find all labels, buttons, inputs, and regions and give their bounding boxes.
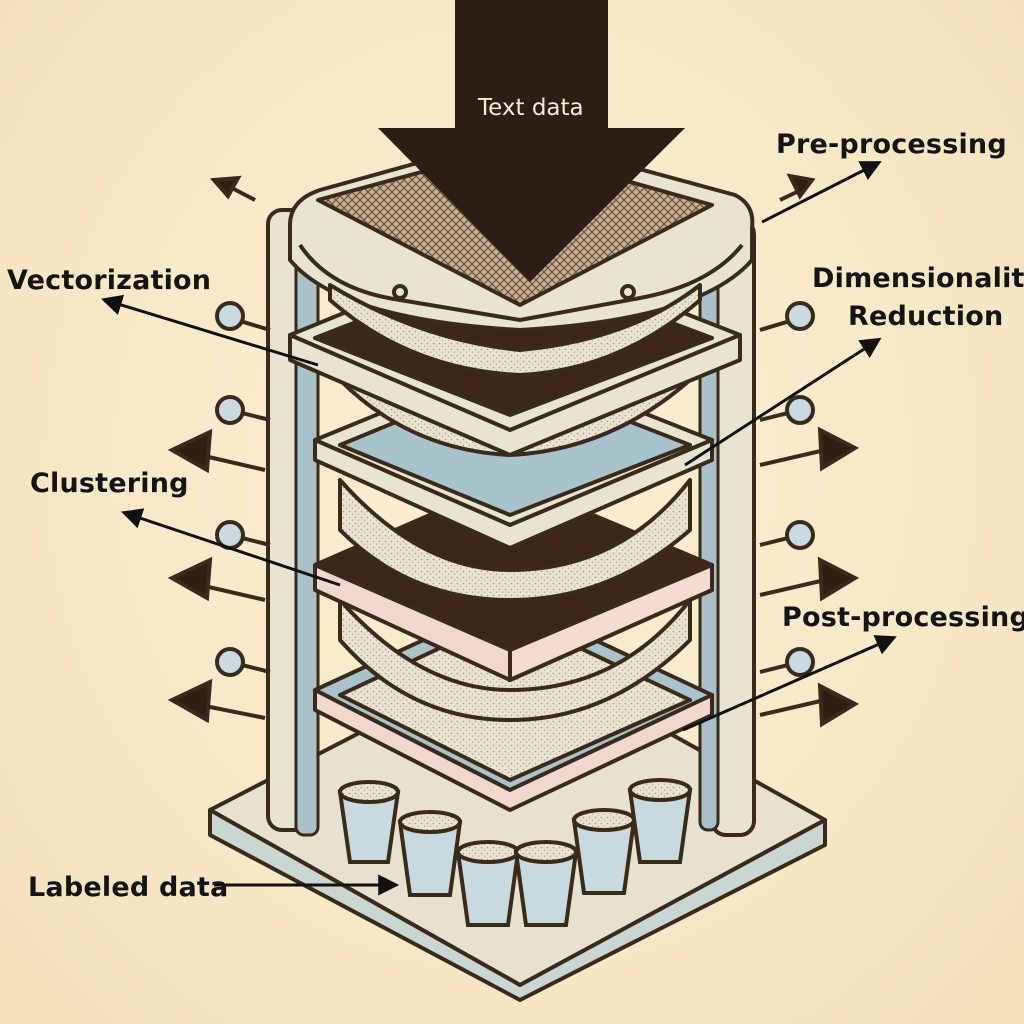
vectorization-label: Vectorization [7,265,212,296]
output-cups [337,778,693,927]
side-knobs [215,301,815,677]
labeled-data-label: Labeled data [28,872,229,903]
text-data-label: Text data [478,95,584,121]
cup [513,840,579,927]
clustering-label: Clustering [30,468,189,499]
cup [397,810,463,897]
cup [571,808,637,895]
dimensionality-reduction-line1: Dimensionality [812,263,1024,294]
dimensionality-reduction-label: Dimensionality Reduction [812,264,1024,331]
clustering-tray [313,478,714,722]
post-processing-label: Post-processing [782,602,1024,633]
leader-lines [100,161,897,896]
cup [455,840,521,927]
dimensionality-reduction-line2: Reduction [848,300,1004,332]
side-arrows [167,173,860,728]
pre-processing-label: Pre-processing [776,129,1007,160]
cup [627,778,693,864]
text-data-input-arrow [378,0,685,282]
cup [337,780,401,864]
